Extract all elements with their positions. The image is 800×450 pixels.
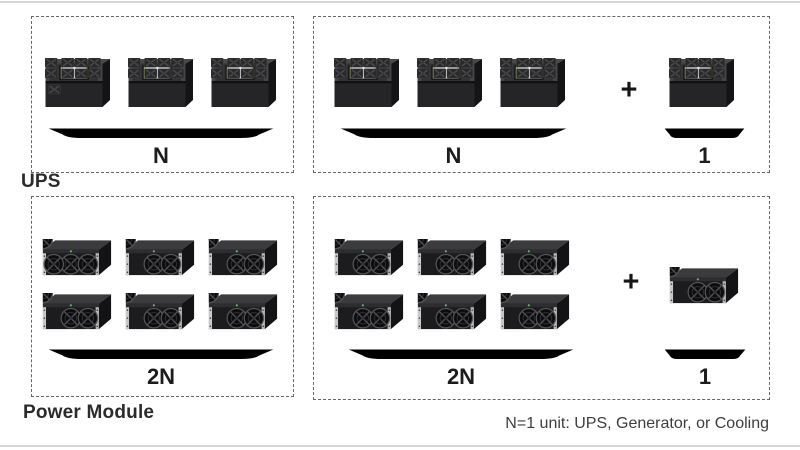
bottom-frame-line [0, 445, 800, 447]
ups-rack-unit-icon [128, 58, 194, 108]
pm-2n-unit-grid [333, 239, 571, 331]
n-count-label: N [445, 143, 462, 168]
grouping-brace [663, 127, 746, 140]
power-module-row-label: Power Module [23, 402, 155, 423]
one-count-label: 1 [698, 364, 712, 389]
ups-n-unit-row [45, 58, 277, 108]
grouping-brace [663, 348, 747, 361]
grouping-brace [344, 348, 578, 361]
pm-2n-unit-grid [41, 239, 279, 331]
power-module-rack-unit-icon [207, 293, 279, 331]
ups-rack-unit-icon [500, 58, 566, 108]
ups-rack-unit-icon [334, 58, 400, 108]
two-n-count-label: 2N [146, 364, 176, 389]
plus-sign: + [622, 266, 640, 298]
ups-rack-unit-icon [211, 58, 277, 108]
power-module-rack-unit-icon [333, 293, 405, 331]
one-count-label: 1 [698, 143, 711, 168]
power-module-rack-unit-icon [499, 293, 571, 331]
power-module-rack-unit-icon [416, 293, 488, 331]
two-n-count-label: 2N [446, 364, 476, 389]
pm-2n-config-box: 2N [31, 196, 294, 397]
footnote-text: N=1 unit: UPS, Generator, or Cooling [505, 415, 769, 432]
plus-sign: + [620, 74, 638, 106]
ups-rack-unit-icon [45, 58, 111, 108]
power-module-rack-unit-icon [416, 239, 488, 277]
ups-row-label: UPS [21, 171, 61, 192]
power-module-rack-unit-icon [124, 239, 196, 277]
ups-rack-unit-icon [417, 58, 483, 108]
grouping-brace [44, 127, 278, 140]
ups-n-config-box: N [31, 16, 294, 173]
power-module-rack-unit-icon [668, 267, 740, 305]
pm-2n-plus-1-config-box: + 2N 1 [313, 196, 770, 400]
ups-n-plus-1-config-box: + N 1 [313, 16, 770, 173]
grouping-brace [336, 127, 571, 140]
power-module-rack-unit-icon [41, 239, 113, 277]
ups-rack-unit-icon [669, 58, 735, 108]
power-module-rack-unit-icon [207, 239, 279, 277]
grouping-brace [44, 348, 278, 361]
ups-redundant-unit [669, 58, 735, 108]
power-module-rack-unit-icon [124, 293, 196, 331]
power-module-rack-unit-icon [499, 239, 571, 277]
power-module-rack-unit-icon [41, 293, 113, 331]
ups-n-unit-row [334, 58, 566, 108]
n-count-label: N [153, 143, 169, 168]
power-module-rack-unit-icon [333, 239, 405, 277]
top-frame-line [0, 1, 800, 3]
